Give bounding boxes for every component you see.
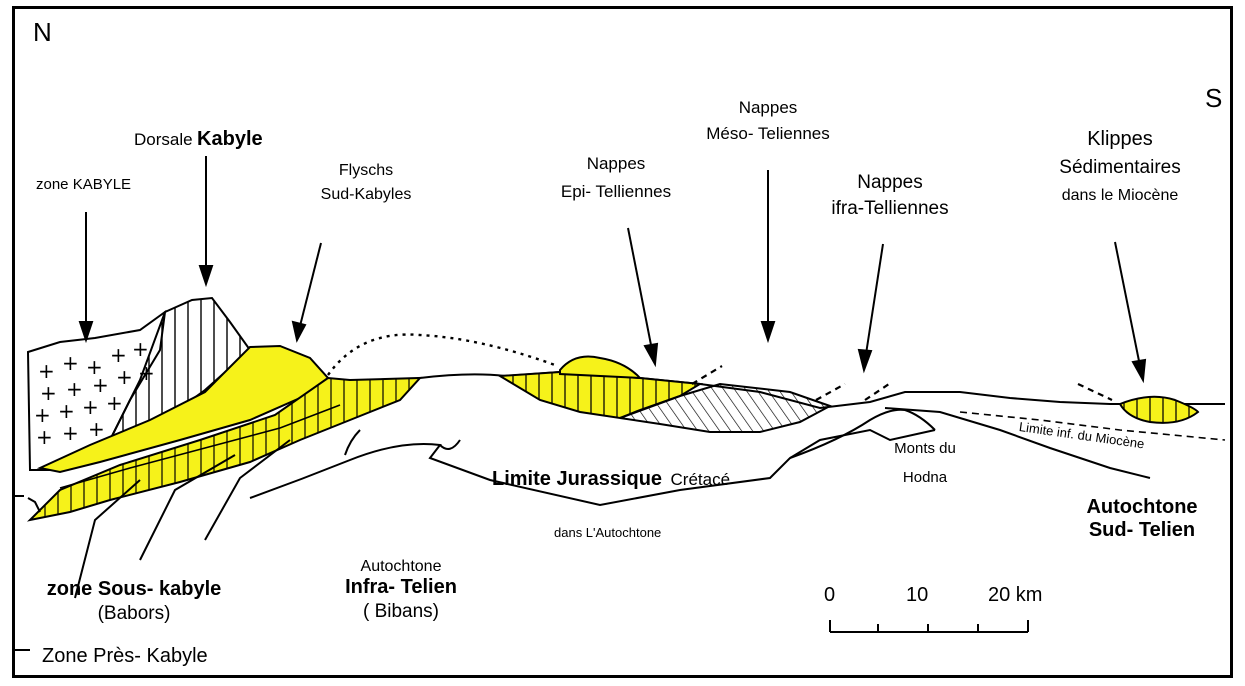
kabyle-word: Kabyle [197,128,263,150]
svg-text:+: + [106,391,123,415]
autochtone-infra-telien-label: Autochtone Infra- Telien ( Bibans) [326,558,476,623]
svg-text:+: + [34,403,51,427]
zone-kabyle-label: zone KABYLE [36,176,131,193]
limite-jurassique-text: Limite Jurassique [492,468,662,490]
svg-text:+: + [82,395,99,419]
svg-text:+: + [36,425,53,449]
infra-line-2: ifra-Telliennes [820,198,960,220]
scale-label-0: 0 [824,584,835,607]
infra-telliennes-label: Nappes ifra-Telliennes [820,172,960,220]
meso-line-2: Méso- Teliennes [688,124,848,144]
epi-telliennes-label: Nappes Epi- Telliennes [546,154,686,201]
svg-text:+: + [40,381,57,405]
klippes-line-3: dans le Miocène [1040,187,1200,205]
svg-text:+: + [38,359,55,383]
epi-line-2: Epi- Telliennes [546,182,686,202]
monts-hodna-label: Monts du Hodna [880,440,970,487]
monts-line-2: Hodna [880,469,970,486]
dans-autochtone-label: dans L'Autochtone [554,526,661,541]
auto-sud-line-2: Sud- Telien [1072,519,1212,542]
flyschs-line-1: Flyschs [296,162,436,180]
zone-sous-kabyle-label: zone Sous- kabyle (Babors) [34,578,234,625]
svg-text:+: + [110,343,127,367]
epi-klippe-cap [560,357,640,379]
monts-line-1: Monts du [880,440,970,457]
dorsale-word: Dorsale [134,130,193,149]
epi-line-1: Nappes [546,154,686,174]
scale-label-20km: 20 km [988,584,1042,607]
auto-infra-line-3: ( Bibans) [326,601,476,623]
svg-text:+: + [66,377,83,401]
svg-text:+: + [116,365,133,389]
limite-jurassique-label: Limite Jurassique Crétacé [492,468,730,491]
svg-text:+: + [58,399,75,423]
sous-kabyle-line-2: (Babors) [34,603,234,625]
svg-text:+: + [88,417,105,441]
meso-teliennes-label: Nappes Méso- Teliennes [688,98,848,143]
meso-line-1: Nappes [688,98,848,118]
scale-bar [830,620,1028,632]
zone-pres-kabyle-label: Zone Près- Kabyle [42,645,208,668]
dorsale-kabyle-label: Dorsale Kabyle [134,128,263,151]
svg-text:+: + [132,337,149,361]
auto-infra-line-2: Infra- Telien [326,576,476,599]
autochtone-sud-telien-label: Autochtone Sud- Telien [1072,496,1212,542]
svg-text:+: + [62,351,79,375]
klippes-line-1: Klippes [1040,128,1200,151]
infra-line-1: Nappes [820,172,960,194]
north-label: N [33,18,52,48]
klippes-line-2: Sédimentaires [1040,157,1200,179]
flyschs-label: Flyschs Sud-Kabyles [296,162,436,205]
klippes-label: Klippes Sédimentaires dans le Miocène [1040,128,1200,205]
south-label: S [1205,84,1222,114]
limite-cretace-text: Crétacé [671,470,731,489]
flyschs-line-2: Sud-Kabyles [296,186,436,204]
sous-kabyle-line-1: zone Sous- kabyle [34,578,234,601]
auto-sud-line-1: Autochtone [1072,496,1212,519]
auto-infra-line-1: Autochtone [326,558,476,576]
scale-label-10: 10 [906,584,928,607]
svg-text:+: + [62,421,79,445]
eroded-anticline-dotted [328,335,555,376]
